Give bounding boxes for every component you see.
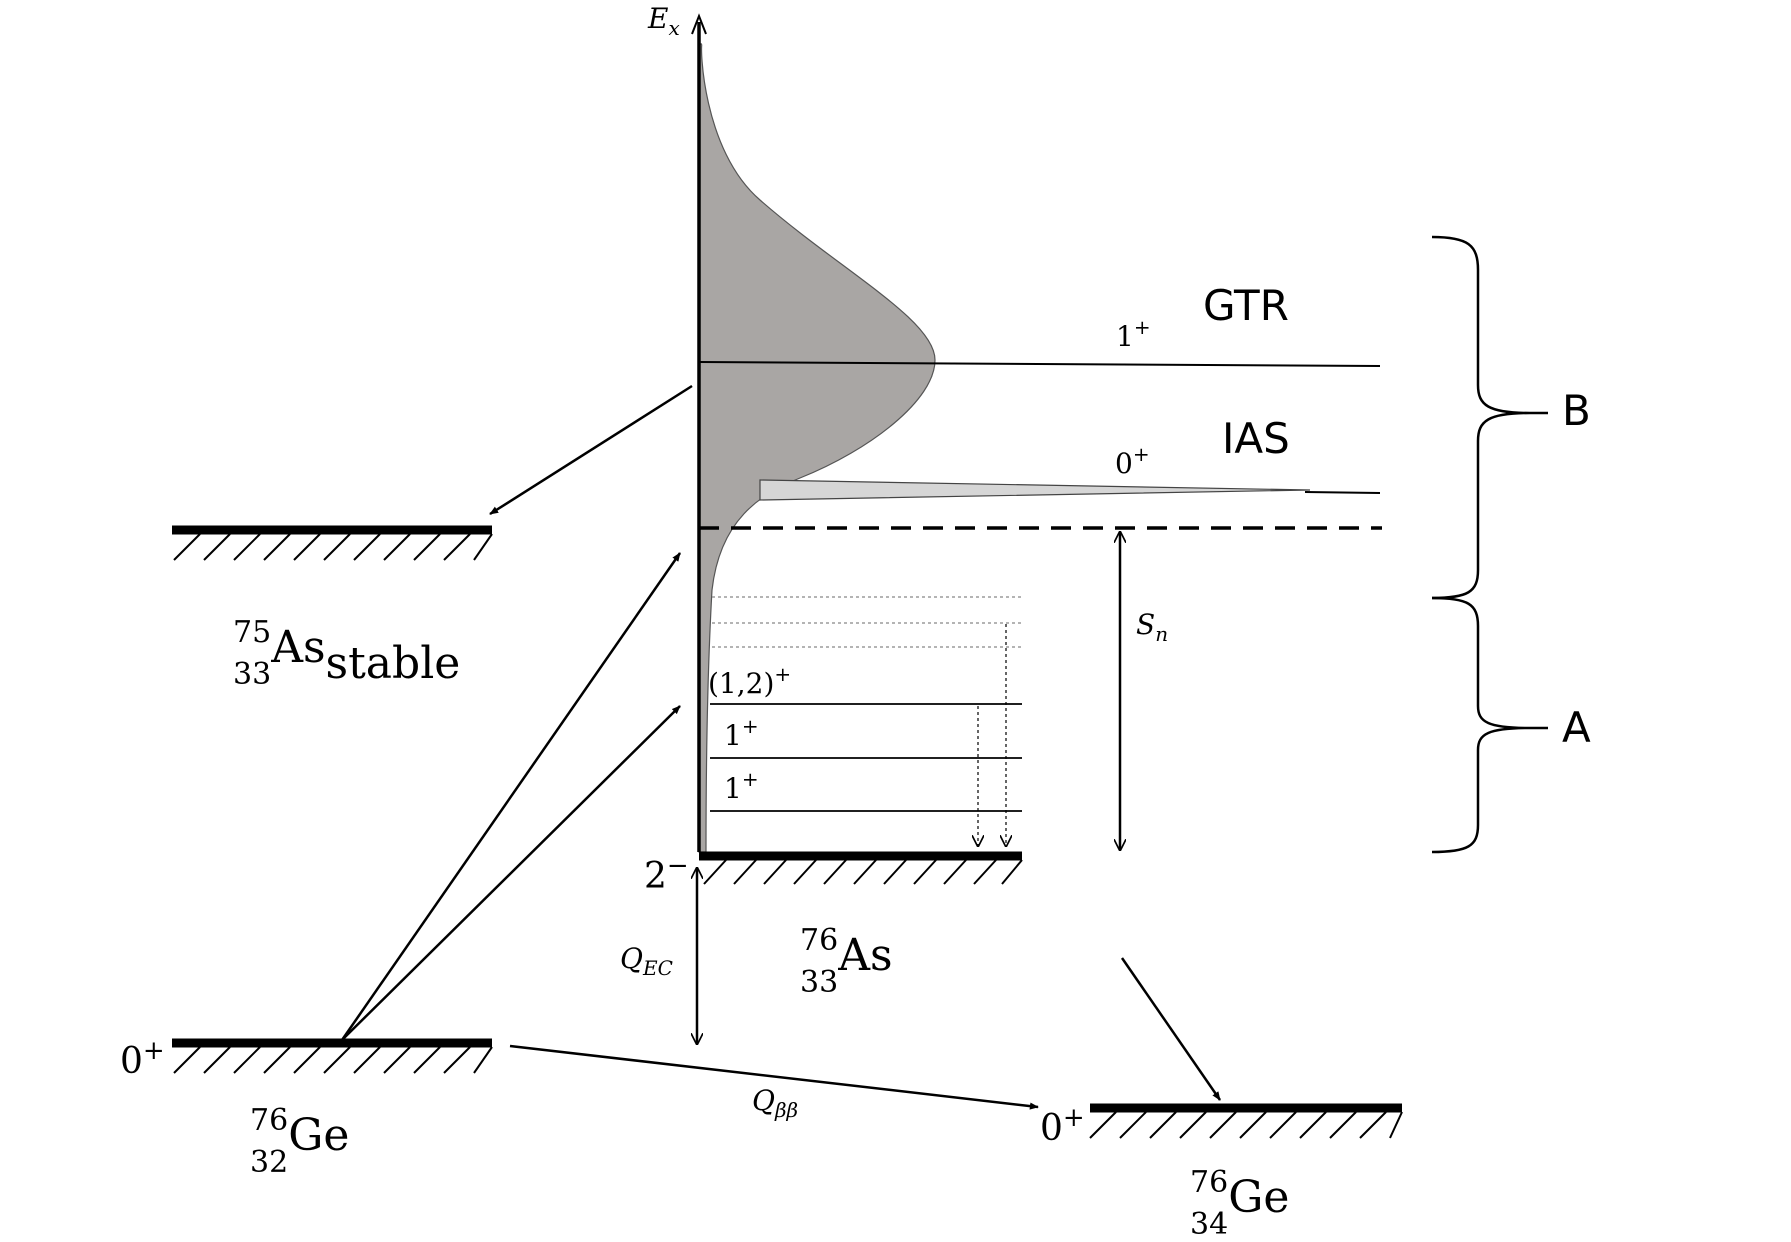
neutron-emission-arrow <box>489 384 693 516</box>
final-ground-hatch <box>1089 1111 1403 1139</box>
ge76-ground-spin: 0+ <box>120 1036 165 1082</box>
gt-strength-distribution <box>698 43 936 853</box>
region-a-label: A <box>1562 703 1591 752</box>
level-1a-spin: 1+ <box>724 714 759 752</box>
energy-axis-label: Ex <box>647 2 680 40</box>
ias-level-line <box>1304 491 1381 494</box>
double-beta-arrow <box>509 1044 1039 1110</box>
excitation-arrow-2 <box>341 705 681 1041</box>
region-b-label: B <box>1562 386 1591 435</box>
level-1b-spin: 1+ <box>724 767 759 805</box>
ge76-ground-hatch <box>173 1046 493 1074</box>
as75-ground-hatch <box>173 533 493 561</box>
gtr-spin-label: 1+ <box>1116 315 1151 353</box>
ias-peak <box>759 479 1311 501</box>
sn-label: Sn <box>1136 608 1168 646</box>
brace-b <box>1431 235 1531 600</box>
level-12-spin: (1,2)+ <box>708 662 791 700</box>
final-ground-spin: 0+ <box>1040 1103 1085 1149</box>
beta-decay-arrow <box>1120 957 1222 1101</box>
excitation-arrow-1 <box>340 552 682 1041</box>
as76-ground-spin: 2− <box>644 851 689 897</box>
energy-axis-arrowhead <box>691 13 707 35</box>
gtr-label: GTR <box>1203 281 1289 330</box>
brace-a <box>1431 596 1531 854</box>
as76-ground-hatch <box>703 859 1023 885</box>
qec-label: QEC <box>620 942 673 980</box>
ias-label: IAS <box>1222 414 1290 463</box>
ias-spin-label: 0+ <box>1115 442 1150 480</box>
gtr-level-line <box>698 361 1381 367</box>
qbb-label: Qββ <box>752 1084 798 1122</box>
